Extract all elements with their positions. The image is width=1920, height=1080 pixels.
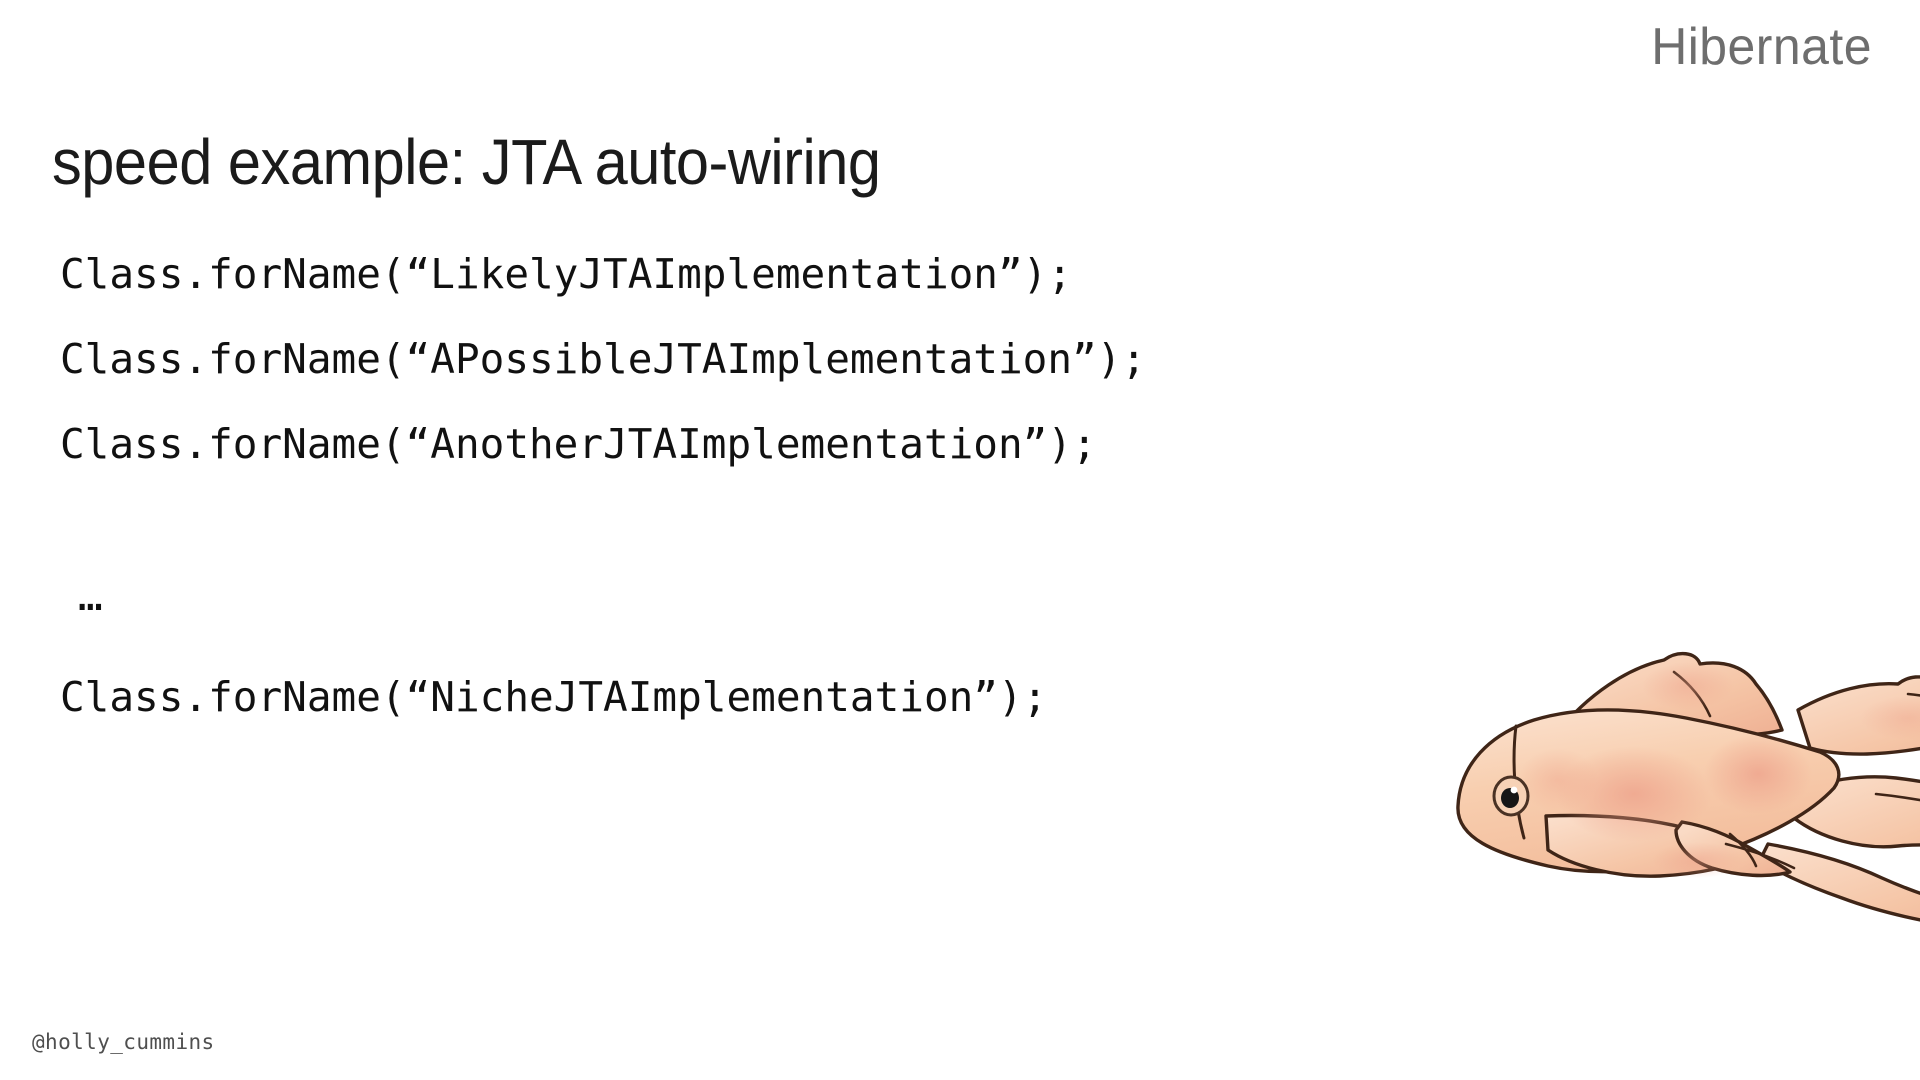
goldfish-illustration bbox=[1438, 598, 1920, 938]
code-line: Class.forName(“NicheJTAImplementation”); bbox=[60, 673, 1048, 721]
goldfish-icon bbox=[1456, 652, 1920, 922]
code-line-ellipsis: … bbox=[78, 572, 103, 620]
speaker-handle: @holly_cummins bbox=[32, 1030, 215, 1054]
code-line: Class.forName(“LikelyJTAImplementation”)… bbox=[60, 250, 1073, 298]
code-line-spacer bbox=[60, 625, 1410, 655]
code-line: Class.forName(“APossibleJTAImplementatio… bbox=[60, 335, 1147, 383]
brand-label: Hibernate bbox=[1651, 18, 1872, 76]
fish-eye bbox=[1492, 775, 1530, 817]
code-line: Class.forName(“AnotherJTAImplementation”… bbox=[60, 420, 1097, 468]
code-line-spacer bbox=[60, 487, 1410, 517]
page-title: speed example: JTA auto-wiring bbox=[52, 125, 881, 198]
code-block: Class.forName(“LikelyJTAImplementation”)… bbox=[60, 232, 1410, 740]
